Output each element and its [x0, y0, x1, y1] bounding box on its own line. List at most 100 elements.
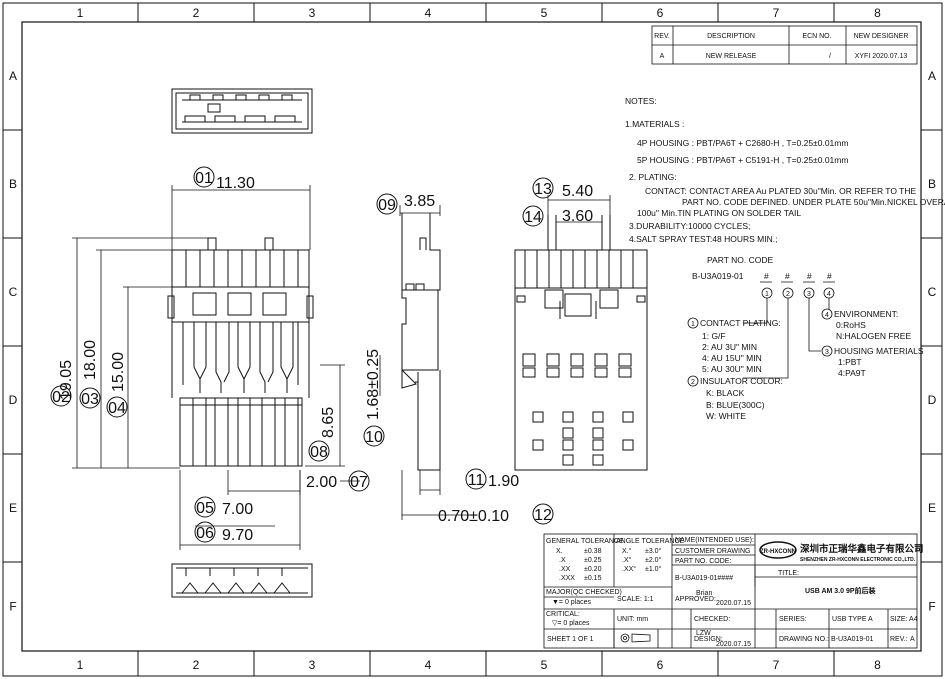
grid-column-label: 4: [425, 658, 432, 672]
grid-column-label: 6: [657, 658, 664, 672]
grid-column-label: 3: [309, 6, 316, 20]
grid-row-label: C: [9, 285, 18, 299]
bottom-view: [171, 563, 313, 598]
balloon-02: 02: [50, 385, 72, 407]
svg-text:±1.0°: ±1.0°: [645, 565, 662, 573]
title-block: GENERAL TOLERANCE X.±0.38 .X±0.25 .XX±0.…: [543, 533, 924, 649]
housing-materials-label: HOUSING MATERIALS: [834, 346, 924, 356]
right-view: [514, 215, 648, 471]
grid-row-label: F: [9, 600, 16, 614]
grid-column-label: 2: [193, 6, 200, 20]
grid-column-label: 6: [657, 6, 664, 20]
dim-11-value: 1.90: [488, 473, 519, 490]
notes: NOTES: 1.MATERIALS : 4P HOUSING : PBT/PA…: [625, 96, 945, 244]
balloon-03: 03: [79, 387, 101, 409]
svg-text:N:HALOGEN FREE: N:HALOGEN FREE: [836, 331, 911, 341]
part-code-mark-1: #: [764, 271, 769, 281]
svg-text:06: 06: [196, 525, 214, 542]
grid-column-label: 4: [425, 6, 432, 20]
sheet: SHEET 1 OF 1: [547, 636, 594, 643]
angle-tolerance-label: ANGLE TOLERANCE: [616, 538, 685, 545]
dimension-texts: 11.30 19.05 18.00 15.00 7.00 9.70 2.00 8…: [58, 175, 593, 544]
dim-02-value: 19.05: [58, 360, 75, 400]
svg-text:1:PBT: 1:PBT: [838, 357, 862, 367]
housing-4p: 4P HOUSING : PBT/PA6T + C2680-H , T=0.25…: [637, 138, 848, 148]
critical-value: ▽= 0 places: [552, 620, 590, 627]
drawing-no-label: DRAWING NO.:: [779, 636, 829, 643]
design-date: 2020.07.15: [716, 641, 751, 648]
name-value: CUSTOMER DRAWING: [675, 548, 750, 555]
contact-line-1: CONTACT: CONTACT AREA Au PLATED 30u"Min.…: [645, 186, 916, 196]
approved-name: Brian: [696, 590, 712, 597]
name-label: NAME(INTENDED USE):: [675, 537, 754, 544]
balloon-04: 04: [106, 396, 128, 418]
front-view: [167, 237, 314, 467]
dim-08-value: 8.65: [320, 407, 337, 438]
grid-column-label: 7: [773, 6, 780, 20]
dim-03-value: 18.00: [82, 340, 99, 380]
svg-text:±3.0°: ±3.0°: [645, 547, 662, 555]
dim-04-value: 15.00: [110, 352, 127, 392]
circle-2: 2: [786, 291, 790, 298]
svg-text:12: 12: [534, 507, 552, 524]
svg-text:±0.38: ±0.38: [584, 548, 602, 555]
dim-10-value: 1.68±0.25: [365, 349, 382, 420]
approved-label: APPROVED:: [675, 596, 716, 603]
svg-text:±0.25: ±0.25: [584, 557, 602, 564]
svg-text:07: 07: [350, 474, 368, 491]
plating-heading: 2. PLATING:: [629, 172, 677, 182]
notes-heading: NOTES:: [625, 96, 657, 106]
size: SIZE: A4: [890, 616, 918, 623]
dim-05-value: 7.00: [222, 501, 253, 518]
grid-row-label: D: [9, 393, 18, 407]
projection-symbol-icon: [620, 633, 651, 643]
title-value: USB AM 3.0 9P前后装: [805, 586, 876, 595]
description-value: NEW RELEASE: [706, 53, 757, 60]
rev-header: REV.: [654, 33, 670, 40]
dim-07-value: 2.00: [306, 474, 337, 491]
balloon-01: 01: [193, 166, 215, 188]
environment-label: ENVIRONMENT:: [834, 309, 898, 319]
grid-row-label: A: [928, 69, 936, 83]
part-code-value: B-U3A019-01: [692, 271, 744, 281]
dim-14-value: 3.60: [562, 208, 593, 225]
materials-heading: 1.MATERIALS :: [625, 119, 684, 129]
svg-text:4:PA9T: 4:PA9T: [838, 368, 866, 378]
svg-text:.X: .X: [559, 557, 566, 564]
unit: UNIT: mm: [617, 616, 648, 623]
dim-13-value: 5.40: [562, 183, 593, 200]
series-label: SERIES:: [779, 616, 807, 623]
rev-value-tb: A: [910, 636, 915, 643]
durability: 3.DURABILITY:10000 CYCLES;: [629, 221, 750, 231]
svg-text:08: 08: [310, 444, 328, 461]
grid-row-label: E: [9, 501, 17, 515]
svg-text:5: AU 30U" MIN: 5: AU 30U" MIN: [702, 364, 762, 374]
svg-text:K: BLACK: K: BLACK: [706, 388, 745, 398]
svg-text:B: BLUE(300C): B: BLUE(300C): [706, 400, 765, 410]
balloon-06: 06: [194, 521, 216, 543]
svg-text:.XXX: .XXX: [559, 575, 575, 582]
series-value: USB TYPE A: [832, 616, 873, 623]
grid-row-label: D: [928, 393, 937, 407]
svg-text:±0.15: ±0.15: [584, 575, 602, 582]
svg-text:03: 03: [81, 391, 99, 408]
housing-5p: 5P HOUSING : PBT/PA6T + C5191-H , T=0.25…: [637, 155, 848, 165]
svg-text:10: 10: [365, 429, 383, 446]
balloons: 01 02 03 04 05 06 07 08 09 10 11 12 13 1…: [50, 166, 554, 543]
major-label: MAJOR(QC CHECKED): [546, 589, 622, 596]
svg-text:4: 4: [825, 312, 829, 319]
grid-column-label: 1: [77, 6, 84, 20]
part-code-mark-2: #: [785, 271, 790, 281]
grid-ticks: [3, 3, 942, 676]
top-view: [171, 88, 313, 134]
svg-text:.XX: .XX: [559, 566, 571, 573]
dim-01-value: 11.30: [216, 175, 255, 192]
svg-text:04: 04: [108, 400, 126, 417]
part-no-label: PART NO. CODE:: [675, 558, 731, 565]
inner-frame: [21, 21, 922, 652]
part-code-heading: PART NO. CODE: [707, 255, 773, 265]
svg-text:0:RoHS: 0:RoHS: [836, 320, 866, 330]
grid-column-label: 8: [874, 6, 881, 20]
